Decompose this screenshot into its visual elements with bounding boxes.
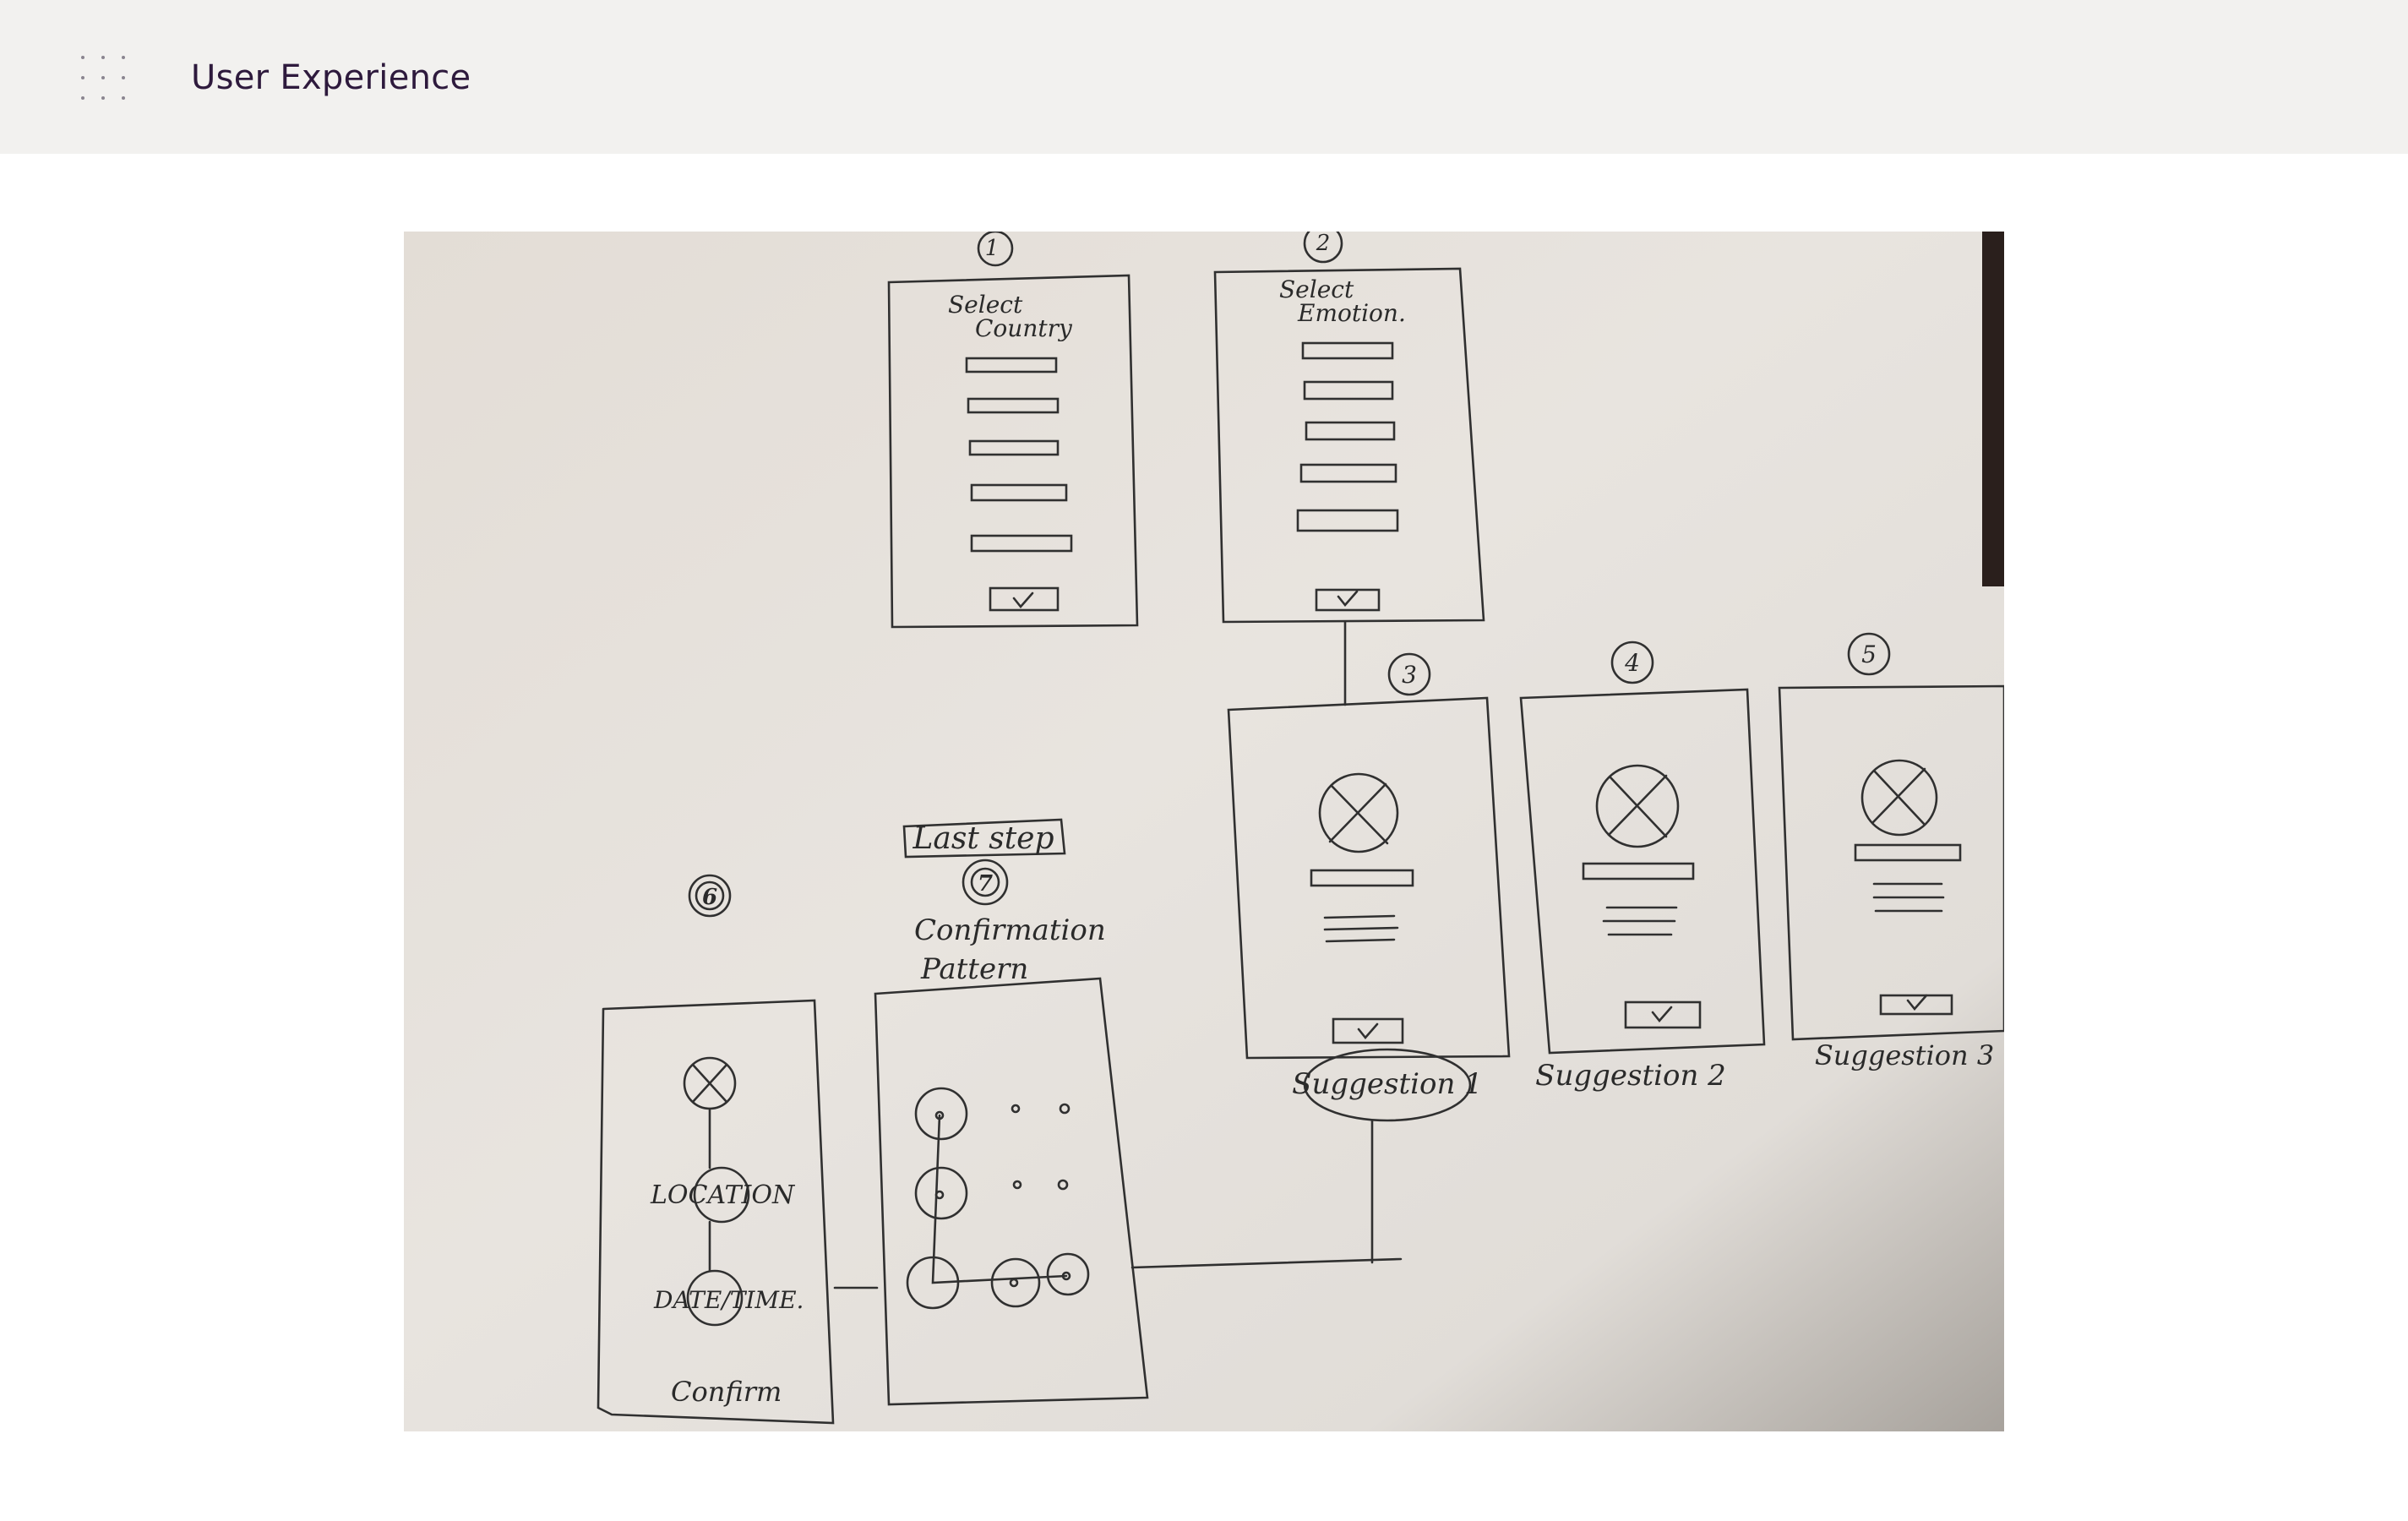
screen-6-sketch	[597, 874, 879, 1425]
screen-3-sketch	[1227, 652, 1511, 1264]
screen-6-location-label: LOCATION	[650, 1180, 796, 1210]
screen-4-caption: Suggestion 2	[1535, 1059, 1726, 1093]
grid-dots-icon[interactable]	[81, 56, 135, 110]
screen-1-caption-line1: Select	[948, 291, 1023, 319]
page-title: User Experience	[191, 58, 471, 97]
screen-4-sketch	[1519, 641, 1766, 1055]
screen-3-caption: Suggestion 1	[1292, 1067, 1483, 1101]
screen-3-number: 3	[1402, 661, 1417, 689]
screen-2-caption-line2: Emotion.	[1297, 299, 1406, 327]
screen-7-number: 7	[978, 871, 993, 897]
screen-7-caption-line1: Confirmation	[914, 913, 1106, 947]
wireframe-sketch-image: 1 Select Country 2 Select Emotion. 3 Sug…	[404, 232, 2004, 1431]
screen-2-sketch	[1213, 232, 1485, 706]
screen-5-number: 5	[1861, 641, 1877, 668]
site-header: User Experience	[0, 0, 2408, 154]
screen-7-caption-line2: Pattern	[920, 952, 1028, 986]
screen-2-number: 2	[1316, 232, 1331, 256]
screen-4-number: 4	[1624, 649, 1640, 677]
screen-7-sketch	[874, 818, 1403, 1406]
screen-2-caption-line1: Select	[1279, 275, 1354, 303]
screen-6-datetime-label: DATE/TIME.	[653, 1286, 804, 1314]
screen-1-number: 1	[985, 236, 1000, 261]
screen-6-confirm-label: Confirm	[671, 1376, 782, 1408]
screen-1-caption-line2: Country	[975, 314, 1073, 342]
screen-6-number: 6	[702, 885, 717, 910]
screen-5-caption: Suggestion 3	[1815, 1039, 1994, 1071]
screen-5-sketch	[1778, 632, 2004, 1041]
screen-1-sketch	[887, 232, 1139, 629]
screen-7-last-step-label: Last step	[912, 821, 1054, 856]
